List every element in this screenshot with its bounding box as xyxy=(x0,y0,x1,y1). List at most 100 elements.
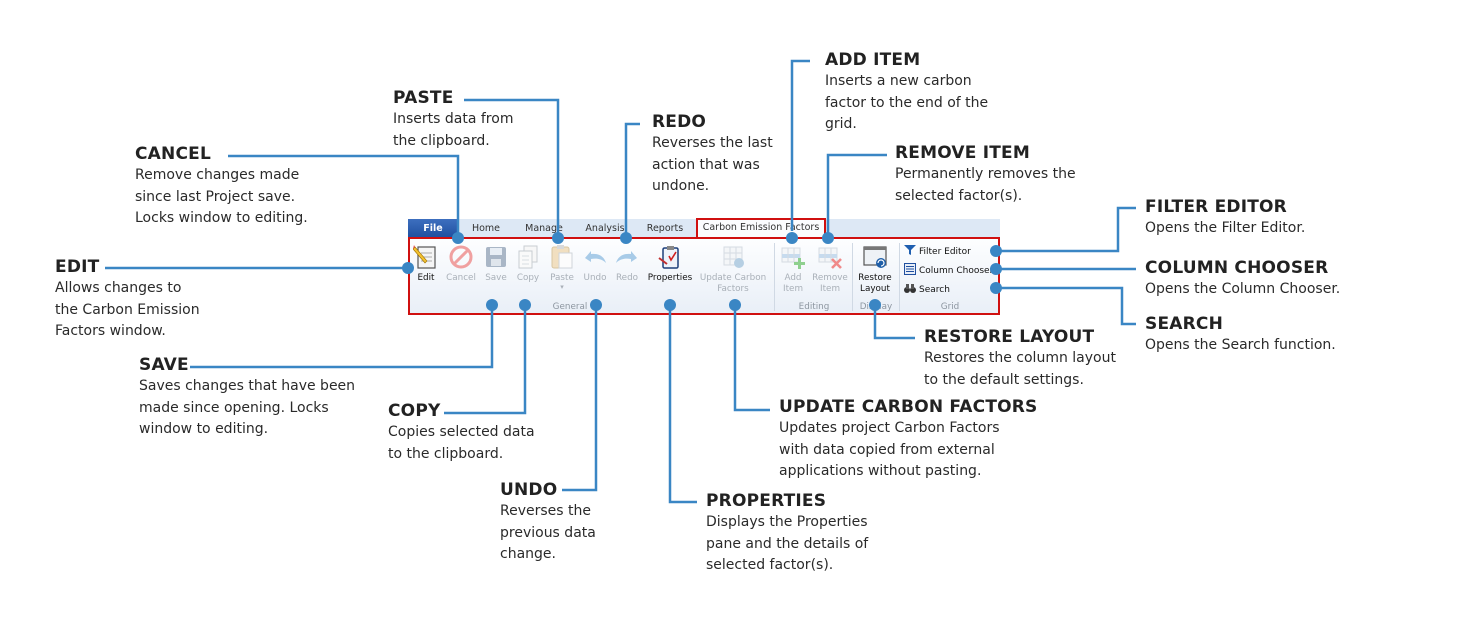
tab-reports[interactable]: Reports xyxy=(646,223,684,234)
restore-layout-label-line1: Restore xyxy=(858,273,892,283)
update-carbon-factors-label-line1: Update Carbon xyxy=(699,273,767,283)
callout-text: since last Project save. xyxy=(135,188,296,205)
callout-text: Inserts data from xyxy=(393,111,514,127)
callout-text: Allows changes to xyxy=(55,280,182,296)
callout-text: Opens the Filter Editor. xyxy=(1145,220,1306,236)
group-label-display: Display xyxy=(859,302,893,312)
callout-text: to the clipboard. xyxy=(388,445,504,462)
properties-icon xyxy=(658,246,679,269)
tab-manage[interactable]: Manage xyxy=(525,223,563,234)
callout-title: FILTER EDITOR xyxy=(1145,197,1287,217)
leader-undo xyxy=(562,305,598,492)
callout-text: made since opening. Locks xyxy=(139,399,329,416)
leader-update-carbon-factors xyxy=(733,305,770,412)
paste-icon xyxy=(551,245,573,269)
callout-add-item: ADD ITEM Inserts a new carbon factor to … xyxy=(825,49,988,136)
ribbon: File Home Manage Analysis Reports Carbon… xyxy=(408,218,1000,315)
add-item-icon xyxy=(781,247,805,269)
filter-icon xyxy=(904,245,916,255)
column-chooser-button[interactable]: Column Chooser xyxy=(904,263,993,278)
ribbon-tab-bar: File Home Manage Analysis Reports Carbon… xyxy=(408,218,1000,238)
callout-title: COPY xyxy=(388,401,441,421)
group-label-grid: Grid xyxy=(940,302,960,312)
callout-title: REMOVE ITEM xyxy=(895,143,1030,163)
callout-text: Reverses the last xyxy=(652,135,773,151)
callout-text: Reverses the xyxy=(500,503,591,519)
search-button[interactable]: Search xyxy=(904,282,950,297)
undo-icon xyxy=(585,251,606,263)
callout-text: Remove changes made xyxy=(135,167,300,183)
callout-text: Factors window. xyxy=(55,323,166,339)
callout-text: Updates project Carbon Factors xyxy=(779,420,1000,436)
group-separator xyxy=(774,243,775,311)
cancel-label: Cancel xyxy=(446,273,476,283)
callout-text: factor to the end of the xyxy=(825,94,989,111)
save-label: Save xyxy=(485,273,507,283)
callout-text: Copies selected data xyxy=(388,424,535,440)
cancel-icon xyxy=(449,245,473,269)
callout-title: UNDO xyxy=(500,480,558,500)
callout-text: Opens the Search function. xyxy=(1145,337,1336,353)
tab-file[interactable]: File xyxy=(408,219,458,238)
callout-title: UPDATE CARBON FACTORS xyxy=(779,397,1038,417)
callout-undo: UNDO Reverses the previous data change. xyxy=(500,479,596,566)
callout-paste: PASTE Inserts data from the clipboard. xyxy=(393,87,513,152)
copy-button[interactable]: Copy xyxy=(514,244,542,284)
column-chooser-label: Column Chooser xyxy=(919,266,994,276)
properties-label: Properties xyxy=(647,273,693,283)
callout-column-chooser: COLUMN CHOOSER Opens the Column Chooser. xyxy=(1145,257,1340,301)
redo-label: Redo xyxy=(615,273,639,283)
cancel-button[interactable]: Cancel xyxy=(444,244,478,284)
paste-dropdown-arrow-icon[interactable]: ▾ xyxy=(560,283,564,291)
callout-text: Inserts a new carbon xyxy=(825,73,972,89)
edit-button[interactable]: Edit xyxy=(412,244,440,284)
callout-title: COLUMN CHOOSER xyxy=(1145,258,1329,278)
copy-icon xyxy=(518,245,538,269)
leader-add-item xyxy=(790,59,810,231)
callout-text: grid. xyxy=(825,116,857,132)
restore-layout-button[interactable]: Restore Layout xyxy=(855,244,895,295)
paste-button[interactable]: Paste ▾ xyxy=(546,244,578,291)
group-separator xyxy=(899,243,900,311)
column-chooser-icon xyxy=(904,263,916,275)
callout-text: Opens the Column Chooser. xyxy=(1145,281,1341,297)
binoculars-icon xyxy=(904,284,916,293)
callout-text: Permanently removes the xyxy=(895,166,1076,182)
undo-label: Undo xyxy=(583,273,607,283)
properties-button[interactable]: Properties xyxy=(644,244,696,284)
callout-text: Locks window to editing. xyxy=(135,210,308,226)
copy-label: Copy xyxy=(516,273,540,283)
update-carbon-factors-label-line2: Factors xyxy=(717,284,749,294)
tab-analysis[interactable]: Analysis xyxy=(585,223,625,234)
callout-title: PASTE xyxy=(393,88,454,108)
undo-button[interactable]: Undo xyxy=(580,244,610,284)
callout-text: applications without pasting. xyxy=(779,463,982,479)
remove-item-label-line1: Remove xyxy=(812,273,848,283)
callout-title: PROPERTIES xyxy=(706,491,827,511)
tab-home[interactable]: Home xyxy=(471,223,501,234)
callout-text: the clipboard. xyxy=(393,132,490,149)
ribbon-body: Edit Cancel Save Copy xyxy=(408,237,1000,315)
callout-restore-layout: RESTORE LAYOUT Restores the column layou… xyxy=(924,326,1116,391)
update-carbon-factors-button[interactable]: Update Carbon Factors xyxy=(696,244,770,295)
add-item-label-line2: Item xyxy=(782,284,804,294)
callout-text: with data copied from external xyxy=(779,441,995,458)
save-button[interactable]: Save xyxy=(482,244,510,284)
callout-text: Restores the column layout xyxy=(924,350,1116,366)
callout-text: Displays the Properties xyxy=(706,514,868,530)
leader-filter-editor xyxy=(996,206,1136,253)
filter-editor-button[interactable]: Filter Editor xyxy=(904,244,971,259)
leader-search xyxy=(996,286,1136,326)
redo-icon xyxy=(616,251,637,263)
remove-item-icon xyxy=(818,247,842,269)
callout-remove-item: REMOVE ITEM Permanently removes the sele… xyxy=(895,142,1076,207)
add-item-button[interactable]: Add Item xyxy=(778,244,808,295)
update-grid-icon xyxy=(723,246,744,268)
redo-button[interactable]: Redo xyxy=(612,244,642,284)
tab-carbon-emission-factors[interactable]: Carbon Emission Factors xyxy=(696,218,826,237)
callout-title: CANCEL xyxy=(135,144,211,164)
edit-icon xyxy=(413,245,436,269)
edit-label: Edit xyxy=(417,273,435,283)
remove-item-button[interactable]: Remove Item xyxy=(812,244,848,295)
callout-text: selected factor(s). xyxy=(706,557,834,573)
